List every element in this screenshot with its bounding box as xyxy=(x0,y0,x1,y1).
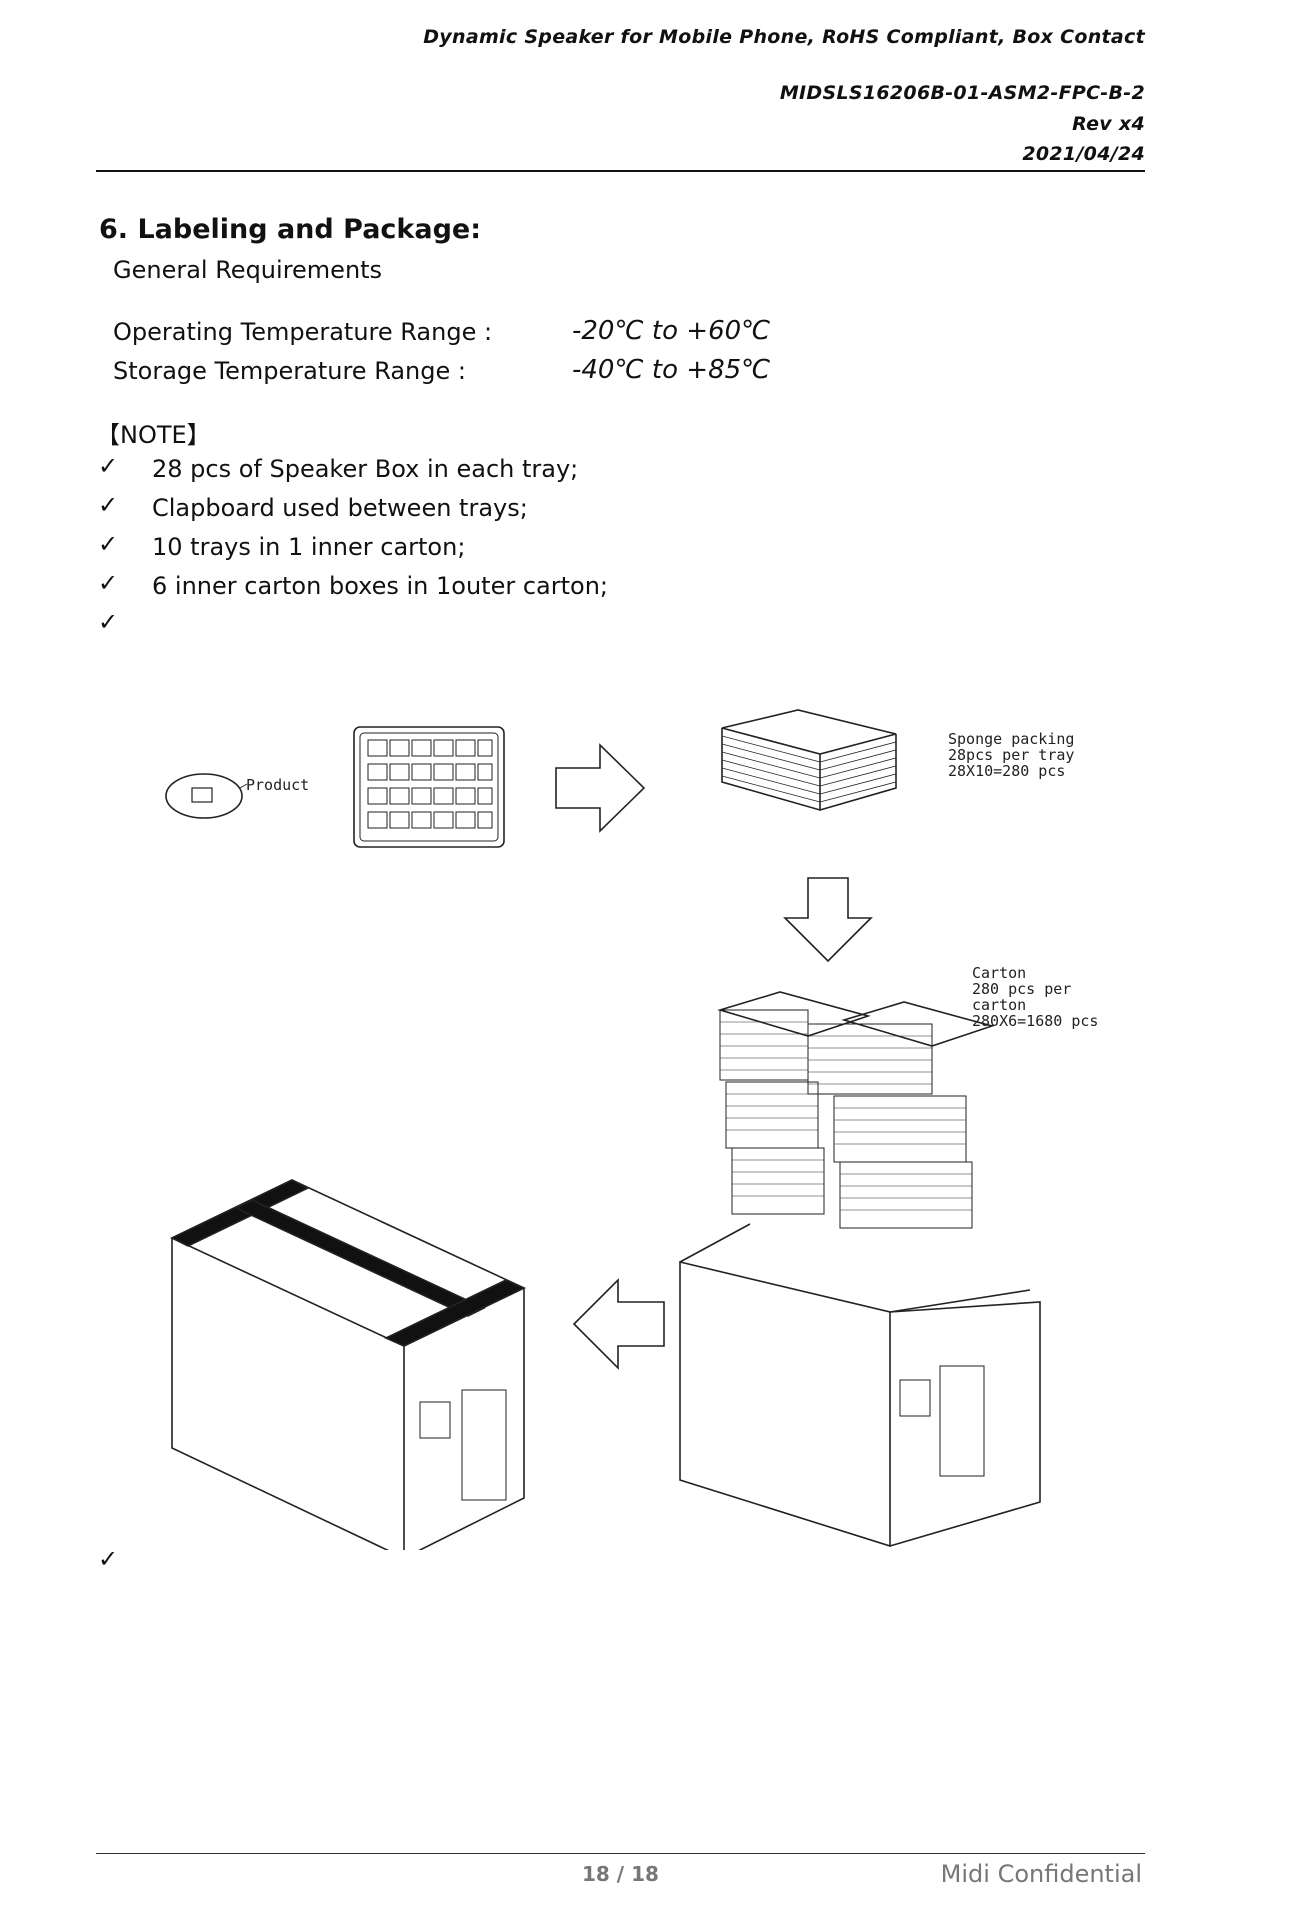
part-number: MIDSLS16206B-01-ASM2-FPC-B-2 xyxy=(779,82,1145,104)
document-title: Dynamic Speaker for Mobile Phone, RoHS C… xyxy=(423,26,1145,48)
carton-label: 280X6=1680 pcs xyxy=(972,1012,1098,1030)
packaging-diagram: Product Sponge packing 28pcs per tray 28… xyxy=(165,709,1098,1550)
carton-label: 280 pcs per xyxy=(972,980,1071,998)
check-icon: ✓ xyxy=(98,569,119,597)
open-carton-icon xyxy=(679,1223,1041,1548)
section-title: 6. Labeling and Package: xyxy=(99,214,482,245)
note-item: 28 pcs of Speaker Box in each tray; xyxy=(152,455,579,483)
tray-icon xyxy=(353,726,505,848)
check-icon: ✓ xyxy=(98,1545,119,1573)
check-icon: ✓ xyxy=(98,452,119,480)
arrow-down-icon xyxy=(783,877,873,963)
note-title: 【NOTE】 xyxy=(96,421,211,449)
note-item: Clapboard used between trays; xyxy=(152,494,528,522)
tray-stack-icon xyxy=(721,709,897,812)
operating-temp-label: Operating Temperature Range : xyxy=(113,318,493,346)
footer-divider xyxy=(96,1853,1145,1854)
sponge-label: 28X10=280 pcs xyxy=(948,762,1065,780)
header-divider xyxy=(96,170,1145,172)
storage-temp-value: -40℃ to +85℃ xyxy=(572,355,771,385)
page-number: 18 / 18 xyxy=(582,1862,659,1886)
confidential-label: Midi Confidential xyxy=(940,1860,1142,1888)
note-item: 6 inner carton boxes in 1outer carton; xyxy=(152,572,608,600)
carton-label: carton xyxy=(972,996,1026,1014)
note-item: 10 trays in 1 inner carton; xyxy=(152,533,466,561)
storage-temp-label: Storage Temperature Range : xyxy=(113,357,466,385)
product-label: Product xyxy=(246,776,309,794)
inner-carton-stack-icon xyxy=(717,991,995,1229)
product-icon xyxy=(165,773,243,819)
check-icon: ✓ xyxy=(98,491,119,519)
closed-carton-icon xyxy=(170,1179,526,1550)
arrow-left-icon xyxy=(572,1278,665,1370)
revision: Rev x4 xyxy=(1072,113,1145,135)
operating-temp-value: -20℃ to +60℃ xyxy=(572,316,771,346)
check-icon: ✓ xyxy=(98,608,119,636)
sponge-label: 28pcs per tray xyxy=(948,746,1074,764)
date: 2021/04/24 xyxy=(1022,143,1145,165)
section-subtitle: General Requirements xyxy=(113,256,383,284)
arrow-right-icon xyxy=(555,743,646,833)
check-icon: ✓ xyxy=(98,530,119,558)
sponge-label: Sponge packing xyxy=(948,730,1074,748)
carton-label: Carton xyxy=(972,964,1026,982)
